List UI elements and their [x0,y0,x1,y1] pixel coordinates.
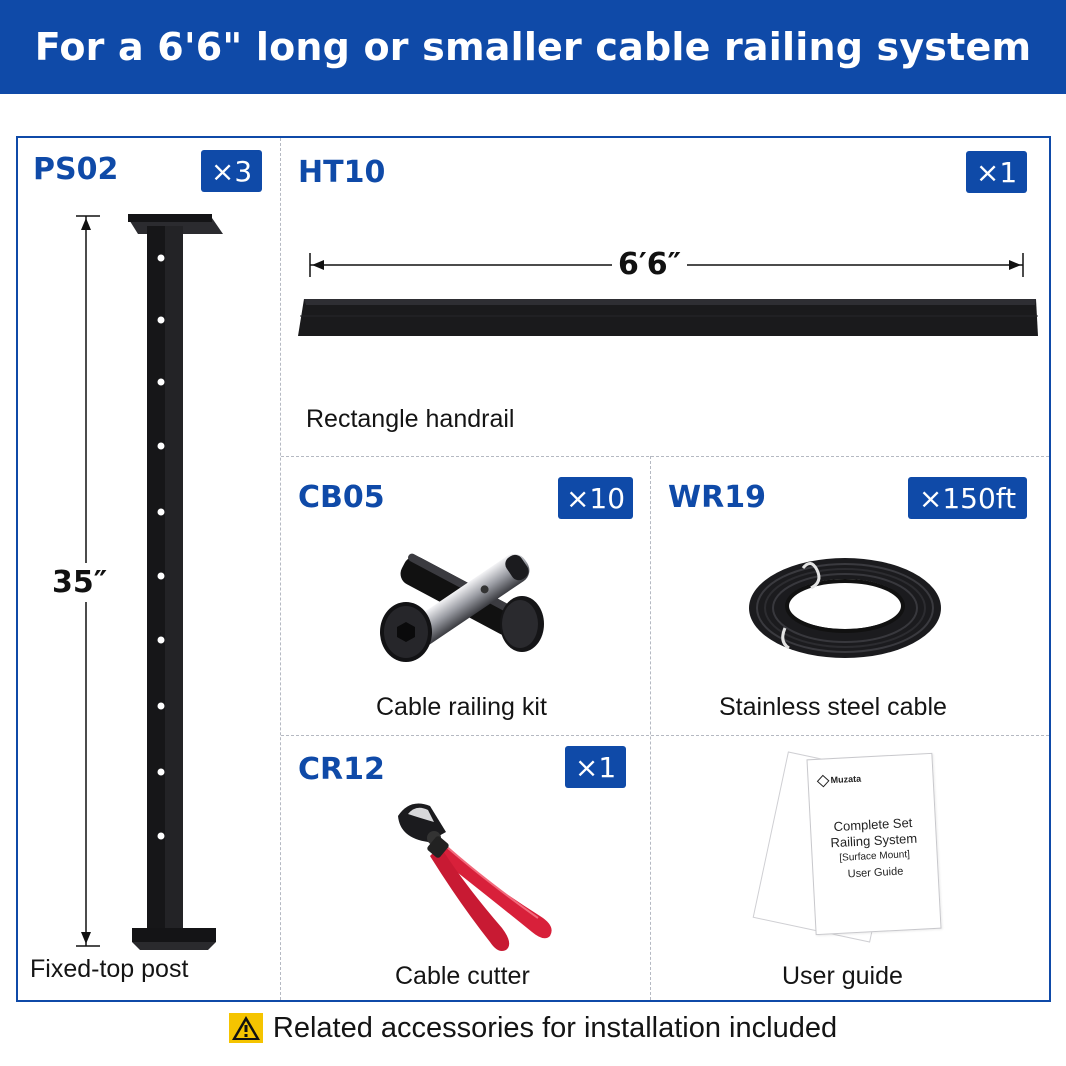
guide-brand: Muzata [830,773,862,786]
guide-caption: User guide [782,962,903,990]
cable-kit-icon [380,553,544,662]
post-height-label: 35″ [48,563,112,602]
cable-coil-icon [749,558,941,658]
divider-middle [650,456,651,1000]
handrail-code: HT10 [298,155,386,190]
post-code: PS02 [33,152,119,187]
footer-text: Related accessories for installation inc… [272,1011,838,1044]
handrail-dimension-line [309,253,1024,277]
footer-note: Related accessories for installation inc… [0,1008,1066,1048]
warning-icon [228,1013,263,1043]
brand-logo-icon [816,774,830,787]
kit-caption: Cable railing kit [376,693,547,721]
page-title: For a 6'6" long or smaller cable railing… [34,25,1032,69]
user-guide-icon: Muzata Complete Set Railing System [Surf… [752,751,945,952]
cable-code: WR19 [668,480,766,515]
handrail-qty-badge: ×1 [966,151,1027,193]
handrail-caption: Rectangle handrail [306,405,515,433]
cutter-code: CR12 [298,752,385,787]
divider-handrail [281,456,1049,457]
guide-front-page: Muzata Complete Set Railing System [Surf… [806,752,942,936]
cutter-qty-badge: ×1 [565,746,626,788]
cable-caption: Stainless steel cable [719,693,947,721]
handrail-icon [298,299,1038,336]
header-banner: For a 6'6" long or smaller cable railing… [0,0,1066,94]
post-icon [128,214,223,950]
post-caption: Fixed-top post [30,955,189,983]
kit-code: CB05 [298,480,385,515]
handrail-length-label: 6′6″ [612,247,688,282]
post-qty-badge: ×3 [201,150,262,192]
divider-bottom-row [281,735,1049,736]
divider-post [280,138,281,1000]
cutter-caption: Cable cutter [395,962,530,990]
components-frame [16,136,1051,1002]
kit-qty-badge: ×10 [558,477,633,519]
cable-qty-badge: ×150ft [908,477,1027,519]
cable-cutter-icon [398,803,552,951]
